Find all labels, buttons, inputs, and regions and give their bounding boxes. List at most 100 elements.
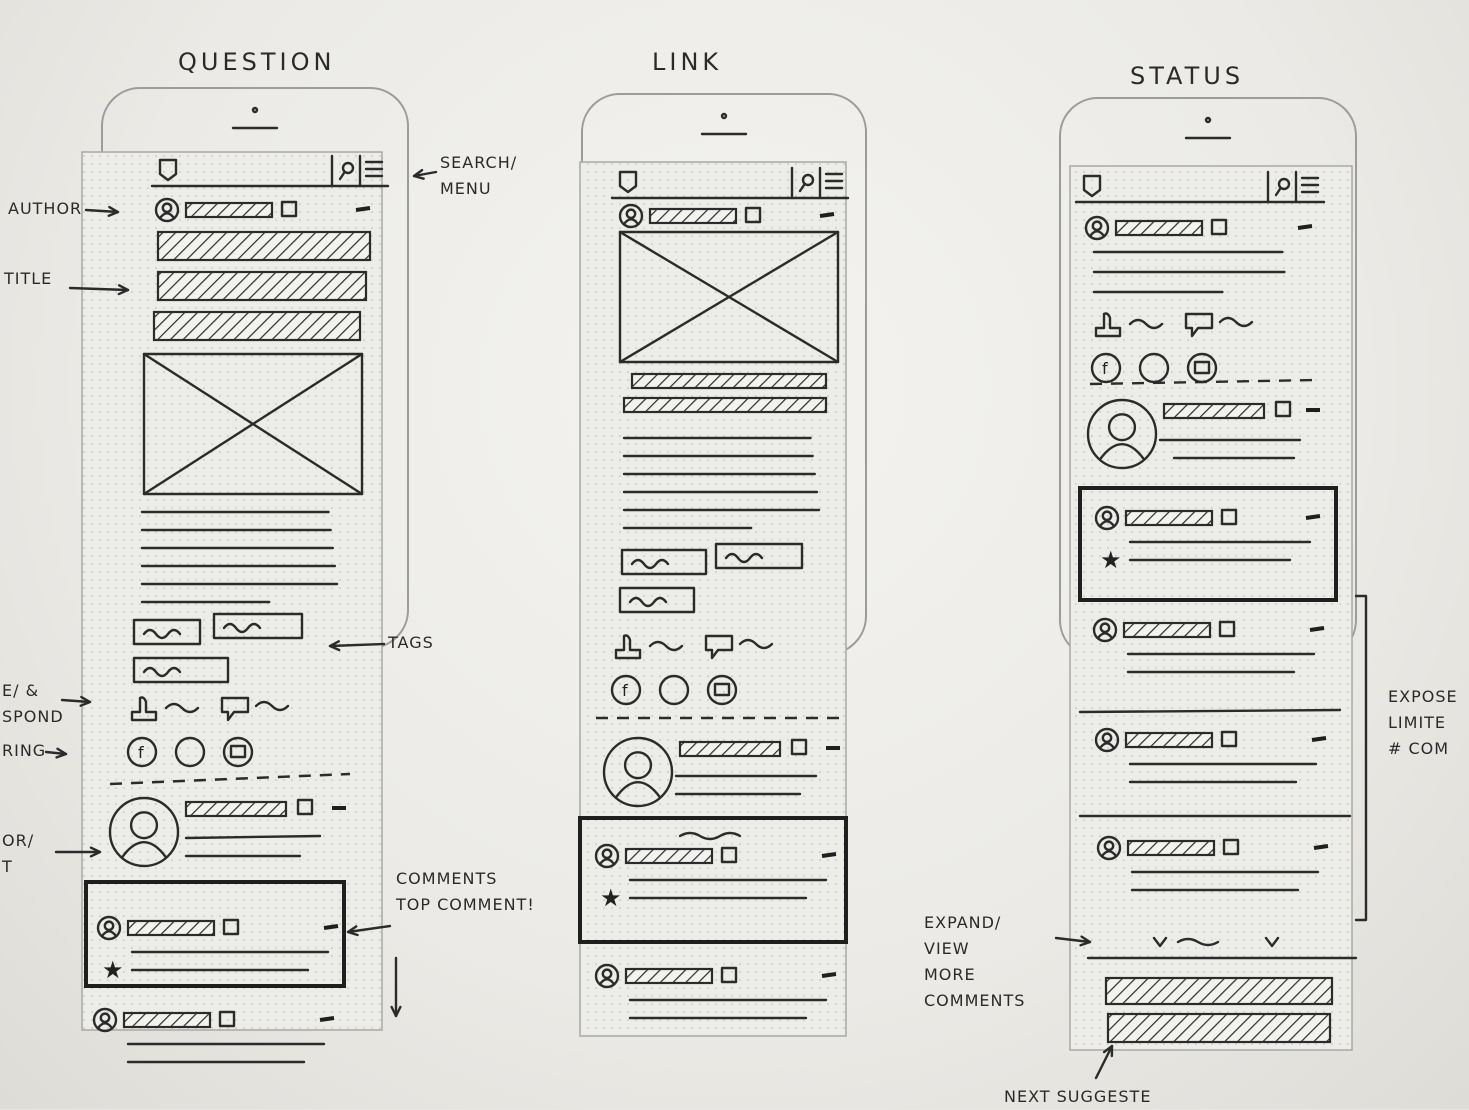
question-tag-3 <box>132 656 230 684</box>
question-title: QUESTION <box>178 48 336 76</box>
comments-note: COMMENTS TOP COMMENT! <box>396 869 535 914</box>
link-tag-2-text <box>724 552 764 564</box>
question-author-comment-avatar-head <box>129 811 159 840</box>
tags-note: TAGS <box>388 633 434 652</box>
status-actions-comment-count <box>1218 316 1254 328</box>
status-top-comment-avatar-head <box>1101 510 1113 522</box>
link-author-comment-badge-icon <box>790 738 808 756</box>
link-actions-like-count <box>648 640 684 652</box>
status-comment-4-avatar <box>1096 835 1122 861</box>
sharing-note: RING <box>2 741 47 760</box>
question-image-x2 <box>142 352 364 496</box>
status-post-avatar <box>1084 215 1110 241</box>
link-next-comment-avatar-head <box>601 968 613 980</box>
question-tag-1 <box>132 618 202 646</box>
status-suggested-1 <box>1104 976 1334 1006</box>
status-comment-4-author-name <box>1126 839 1216 857</box>
link-next-comment-avatar-shoulders <box>598 978 616 986</box>
question-actions-comment-icon <box>220 696 250 722</box>
status-comment-4-badge-icon <box>1222 838 1240 856</box>
link-next-comment-author-name <box>624 967 714 985</box>
question-tag-2-text <box>222 622 262 634</box>
status-divider <box>1089 378 1319 386</box>
question-author-comment-avatar-shoulders <box>120 841 168 859</box>
question-top-comment-badge-icon <box>222 918 240 936</box>
question-top-comment-author-name <box>126 919 216 937</box>
title-arrow <box>68 286 130 292</box>
link-top-comment-avatar-head <box>601 848 613 860</box>
title-arrow-head <box>117 284 130 296</box>
question-actions-facebook-icon <box>126 736 158 768</box>
question-actions-facebook-glyph: f <box>138 743 144 762</box>
link-title: LINK <box>652 48 723 76</box>
status-comment-3-badge-icon <box>1220 730 1238 748</box>
question-next-comment-badge-icon <box>218 1010 236 1028</box>
link-comment-header <box>678 831 742 841</box>
status-screen <box>1069 165 1353 1051</box>
link-tag-1-text <box>630 558 670 570</box>
top-comment-arrow-head <box>346 925 359 937</box>
status-comment-2-avatar-shoulders <box>1096 632 1114 640</box>
status-author-comment-avatar-shoulders <box>1098 443 1146 461</box>
link-author-comment-avatar <box>602 736 674 808</box>
question-title-line-2 <box>156 270 368 302</box>
status-search-icon-handle <box>1274 187 1282 197</box>
more-comments-arrow-head <box>390 1005 402 1018</box>
link-image-x2 <box>618 230 840 364</box>
link-post-author-name <box>648 207 738 225</box>
question-next-comment-avatar <box>92 1007 118 1033</box>
status-comment-3-avatar-head <box>1101 732 1113 744</box>
question-actions-like-icon <box>130 696 158 722</box>
status-top-comment-star-icon: ★ <box>1100 546 1122 574</box>
question-next-comment-time <box>319 1016 335 1022</box>
expose-bracket <box>1354 594 1368 922</box>
status-camera <box>1204 116 1212 124</box>
link-camera <box>720 112 728 120</box>
question-post-avatar-shoulders <box>158 212 176 220</box>
status-search-icon <box>1277 177 1291 191</box>
status-logo-icon <box>1082 174 1102 198</box>
link-top-comment-box <box>578 816 848 944</box>
author-comment-arrow-head <box>89 846 102 858</box>
link-top-comment-avatar <box>594 843 620 869</box>
question-search-icon-handle <box>338 171 346 181</box>
question-post-avatar <box>154 197 180 223</box>
author-comment-note: OR/ T <box>2 831 35 876</box>
status-post-author-name <box>1114 219 1204 237</box>
question-actions-comment-count <box>254 700 290 712</box>
expand-arrow-head <box>1079 935 1092 947</box>
author-arrow-head <box>107 205 120 217</box>
link-post-time <box>819 212 835 218</box>
expose-note: EXPOSE LIMITE # COM <box>1388 687 1458 758</box>
question-divider <box>109 772 351 786</box>
link-top-comment-avatar-shoulders <box>598 858 616 866</box>
status-post-avatar-head <box>1091 220 1103 232</box>
expand-note: EXPAND/ VIEW MORE COMMENTS <box>924 913 1026 1010</box>
link-post-avatar-head <box>625 208 637 220</box>
status-top-comment-time <box>1305 514 1321 520</box>
question-tag-2 <box>212 612 304 640</box>
status-top-comment-avatar-shoulders <box>1098 520 1116 528</box>
question-next-comment-avatar-head <box>99 1012 111 1024</box>
status-top-comment-badge-icon <box>1220 508 1238 526</box>
question-post-author-name <box>184 201 274 219</box>
status-comment-3-avatar-shoulders <box>1098 742 1116 750</box>
question-actions-email-glyph <box>229 744 247 759</box>
link-actions-like-icon <box>614 634 642 660</box>
link-top-comment-star-icon: ★ <box>600 884 622 912</box>
status-actions-facebook-glyph: f <box>1102 359 1108 378</box>
respond-arrow <box>60 698 92 704</box>
question-actions-twitter-icon <box>174 736 206 768</box>
search-menu-note: SEARCH/ MENU <box>440 153 518 198</box>
question-tag-1-text <box>142 628 182 640</box>
link-actions-comment-icon <box>704 634 734 660</box>
status-author-comment-avatar-head <box>1107 413 1137 442</box>
link-author-comment-avatar-shoulders <box>614 781 662 799</box>
tags-arrow <box>328 642 386 648</box>
question-next-comment-avatar-shoulders <box>96 1022 114 1030</box>
title-note: TITLE <box>4 269 53 288</box>
link-next-comment-time <box>821 972 837 978</box>
link-actions-email-icon <box>706 674 738 706</box>
link-actions-email-glyph <box>713 682 731 697</box>
